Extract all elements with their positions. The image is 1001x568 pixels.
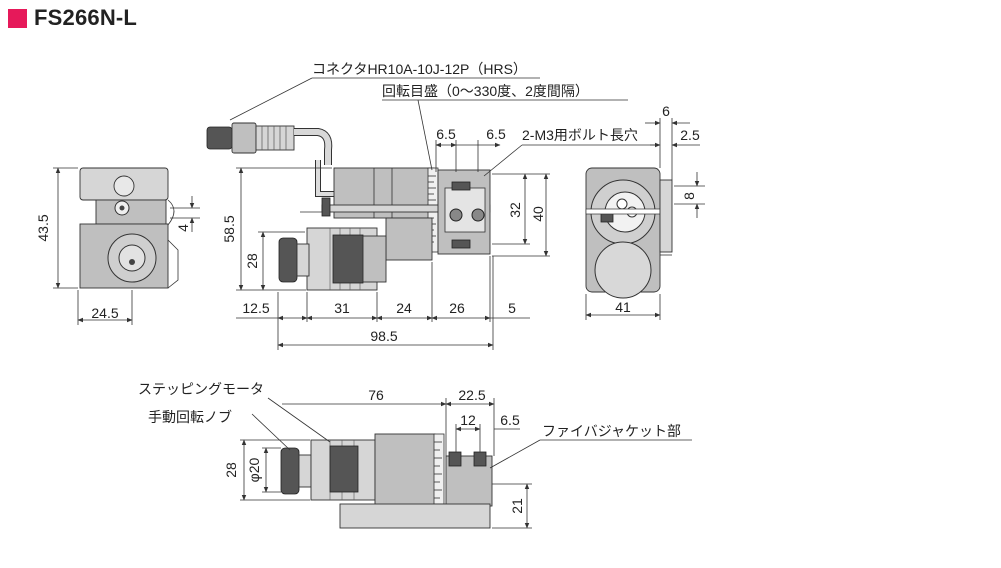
dim-21: 21 bbox=[509, 498, 525, 514]
page-title: FS266N-L bbox=[8, 5, 137, 31]
dim-width-24-5: 24.5 bbox=[91, 305, 118, 321]
dim-knob-28: 28 bbox=[244, 253, 260, 269]
dim-98-5: 98.5 bbox=[370, 328, 397, 344]
dim-28-bottom: 28 bbox=[223, 462, 239, 478]
dim-76: 76 bbox=[368, 387, 384, 403]
callout-leaders bbox=[229, 77, 660, 177]
callout-bolt-slot: 2-M3用ボルト長穴 bbox=[522, 127, 638, 143]
dim-offset-4: 4 bbox=[175, 224, 191, 232]
callout-stepping-motor: ステッピングモータ bbox=[138, 381, 264, 397]
front-view-center bbox=[206, 122, 491, 291]
end-view-dimensions bbox=[585, 118, 705, 320]
dim-top-6: 6 bbox=[662, 103, 670, 119]
dim-5: 5 bbox=[508, 300, 516, 316]
dim-8: 8 bbox=[681, 192, 697, 200]
dim-6-5-a: 6.5 bbox=[436, 126, 456, 142]
title-marker bbox=[8, 8, 27, 28]
dim-6-5-bottom: 6.5 bbox=[500, 412, 520, 428]
dim-phi20: φ20 bbox=[246, 457, 262, 482]
dim-24: 24 bbox=[396, 300, 412, 316]
dim-6-5-b: 6.5 bbox=[486, 126, 506, 142]
callout-manual-knob: 手動回転ノブ bbox=[148, 409, 232, 425]
model-name: FS266N-L bbox=[34, 5, 138, 30]
callout-connector: コネクタHR10A-10J-12P（HRS） bbox=[312, 61, 527, 77]
dim-32: 32 bbox=[507, 202, 523, 218]
dim-31: 31 bbox=[334, 300, 350, 316]
dim-26: 26 bbox=[449, 300, 465, 316]
dim-2-5: 2.5 bbox=[680, 127, 700, 143]
front-view-dimensions bbox=[236, 140, 550, 350]
callout-fiber-jacket: ファイバジャケット部 bbox=[542, 423, 681, 439]
side-view-left bbox=[53, 167, 200, 325]
top-view-dimensions bbox=[240, 397, 692, 529]
dim-height-43-5: 43.5 bbox=[35, 214, 51, 241]
callout-rotation-scale: 回転目盛（0〜330度、2度間隔） bbox=[382, 83, 589, 99]
dim-12: 12 bbox=[460, 412, 476, 428]
top-view-bottom bbox=[280, 433, 493, 529]
dim-height-58-5: 58.5 bbox=[221, 215, 237, 242]
dim-22-5: 22.5 bbox=[458, 387, 485, 403]
end-view-right bbox=[585, 167, 673, 299]
dim-width-41: 41 bbox=[615, 299, 631, 315]
dim-40: 40 bbox=[530, 206, 546, 222]
dim-12-5: 12.5 bbox=[242, 300, 269, 316]
